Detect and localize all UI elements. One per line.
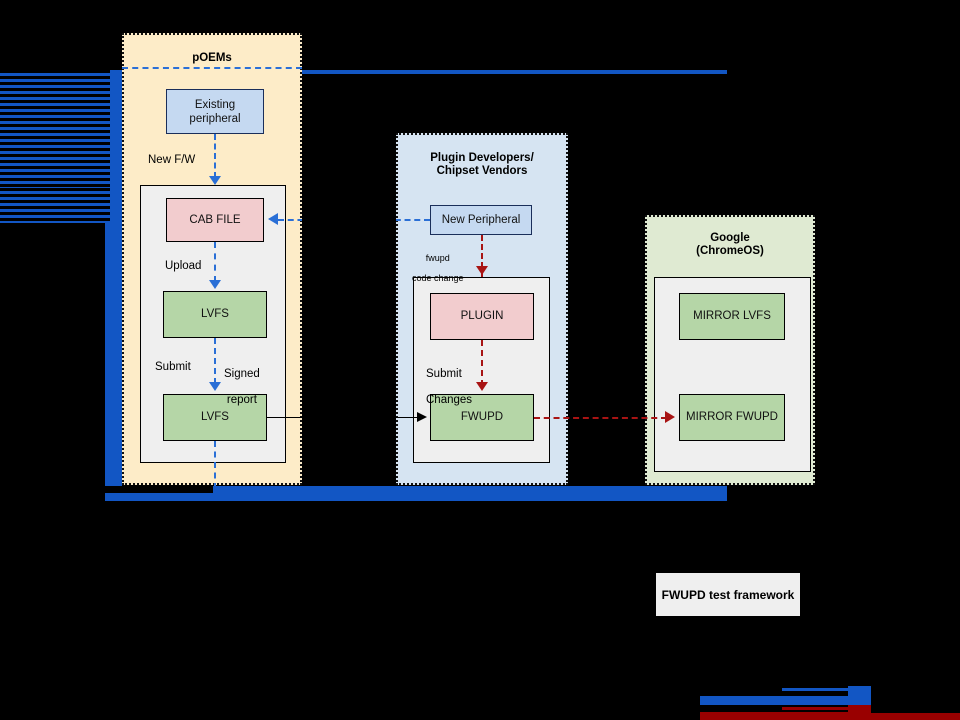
edge-label-submit-changes-line1: Submit	[426, 368, 462, 380]
node-existing-peripheral-label-line1: Existing	[194, 98, 236, 111]
edge-label-upload: Upload	[165, 260, 202, 272]
glitch-scanlines-cream-gap	[302, 33, 396, 488]
glitch-left-blue-fill-2	[0, 188, 110, 223]
glitch-left-blue-band	[105, 70, 122, 490]
edge-fwupd-to-mirror-fwupd-arrowhead	[665, 411, 675, 423]
glitch-legend-black-gap	[871, 696, 960, 705]
node-existing-peripheral[interactable]: Existing peripheral	[166, 89, 264, 134]
swimlane-google-chromeos-label-line1: Google	[710, 232, 750, 244]
edge-upload-arrowhead	[209, 280, 221, 289]
glitch-top-black-smear-1	[652, 52, 727, 59]
edge-label-fwupd-code-change-line1: fwupd	[425, 253, 450, 263]
node-new-peripheral-label: New Peripheral	[441, 213, 521, 226]
edge-label-submit: Submit	[155, 361, 191, 373]
legend-fwupd-test-framework: FWUPD test framework	[656, 573, 800, 616]
glitch-bottom-blue-band-1	[105, 486, 727, 493]
glitch-scanlines-right-cream	[727, 33, 960, 215]
node-fwupd[interactable]: FWUPD	[430, 394, 534, 441]
glitch-legend-blue-line-thin	[782, 688, 870, 691]
edge-new-fw-arrowhead	[209, 176, 221, 185]
swimlane-plugin-developers-label-line2: Chipset Vendors	[436, 165, 528, 177]
legend-fwupd-test-framework-label: FWUPD test framework	[661, 587, 795, 602]
glitch-legend-red-line-thin	[782, 707, 870, 710]
node-existing-peripheral-label-line2: peripheral	[189, 112, 241, 125]
node-cab-file[interactable]: CAB FILE	[166, 198, 264, 242]
node-new-peripheral[interactable]: New Peripheral	[430, 205, 532, 235]
swimlane-google-chromeos-label-line2: (ChromeOS)	[696, 245, 764, 257]
glitch-black-smear-lvfs-2	[336, 441, 396, 449]
edge-submit	[214, 338, 216, 384]
glitch-bottom-blue-band-2	[105, 493, 727, 501]
edge-new-fw	[214, 134, 216, 178]
edge-upload	[214, 242, 216, 282]
glitch-scanlines-plugin-gap	[568, 133, 645, 485]
edge-fwupd-code-change	[481, 235, 483, 277]
glitch-black-smear-fwupd-1	[578, 382, 645, 391]
glitch-black-smear-cab	[325, 199, 395, 207]
edge-lvfs-to-fwupd	[267, 417, 419, 418]
edge-label-new-fw: New F/W	[148, 154, 196, 166]
glitch-top-black-smear-2	[648, 88, 728, 95]
edge-label-signed-report-line2: report	[226, 394, 257, 406]
node-mirror-fwupd-label: MIRROR FWUPD	[686, 411, 778, 423]
edge-label-fwupd-code-change: fwupd code change	[412, 243, 464, 293]
glitch-scanlines-left-blue	[0, 70, 110, 188]
edge-fwupd-code-change-arrowhead	[476, 266, 488, 275]
glitch-scanlines-top-cream	[302, 33, 727, 133]
glitch-scanlines-left-blue-2	[0, 188, 110, 223]
node-cab-file-label: CAB FILE	[189, 213, 241, 226]
node-mirror-fwupd[interactable]: MIRROR FWUPD	[679, 394, 785, 441]
glitch-legend-blue-line-thick	[700, 696, 960, 705]
node-mirror-lvfs-label: MIRROR LVFS	[693, 310, 771, 322]
glitch-black-smear-fwupd-3	[578, 436, 645, 445]
glitch-top-blue-line	[302, 70, 727, 74]
edge-new-peripheral-to-cab	[278, 219, 430, 221]
edge-label-submit-changes-line2: Changes	[426, 394, 473, 406]
edge-fwupd-to-mirror-fwupd	[534, 417, 667, 419]
node-lvfs-upload[interactable]: LVFS	[163, 291, 267, 338]
glitch-scanlines-left-green	[0, 223, 105, 488]
glitch-scanlines-right-green	[815, 215, 960, 488]
glitch-right-black-fill	[727, 33, 960, 53]
edge-submit-changes-arrowhead	[476, 382, 488, 391]
edge-label-signed-report-line1: Signed	[224, 368, 260, 380]
lane-separator-dashed-line	[122, 67, 302, 69]
glitch-legend-blue-block	[848, 686, 871, 700]
glitch-legend-red-block	[848, 705, 871, 717]
glitch-legend-red-line-thick	[700, 712, 960, 720]
node-fwupd-label: FWUPD	[460, 411, 504, 423]
glitch-top-black-band	[0, 0, 960, 33]
glitch-black-smear-fwupd-2	[580, 397, 645, 405]
swimlane-poems-label: pOEMs	[192, 52, 232, 64]
edge-label-signed-report: Signed report	[224, 355, 260, 420]
node-mirror-lvfs[interactable]: MIRROR LVFS	[679, 293, 785, 340]
swimlane-plugin-developers-label-line1: Plugin Developers/	[430, 152, 534, 164]
edge-label-fwupd-code-change-line2: code change	[412, 273, 464, 283]
node-lvfs-signed-label: LVFS	[201, 411, 229, 423]
glitch-black-smear-lvfs-1	[330, 428, 395, 436]
node-plugin-label: PLUGIN	[460, 310, 504, 322]
edge-submit-arrowhead	[209, 382, 221, 391]
edge-lvfs-downstream	[214, 441, 216, 489]
glitch-left-blue-fill	[0, 70, 110, 188]
node-plugin[interactable]: PLUGIN	[430, 293, 534, 340]
glitch-legend-black-gap-2	[871, 707, 960, 713]
glitch-scanlines-left	[0, 33, 122, 488]
edge-lvfs-to-fwupd-arrowhead	[417, 412, 427, 422]
glitch-bottom-blue-notch	[105, 486, 213, 493]
node-lvfs-signed[interactable]: LVFS	[163, 394, 267, 441]
glitch-bottom-black-fill	[0, 501, 960, 720]
node-lvfs-upload-label: LVFS	[201, 308, 229, 320]
edge-submit-changes	[481, 340, 483, 386]
edge-new-peripheral-to-cab-arrowhead	[268, 213, 278, 225]
edge-label-submit-changes: Submit Changes	[426, 355, 472, 420]
